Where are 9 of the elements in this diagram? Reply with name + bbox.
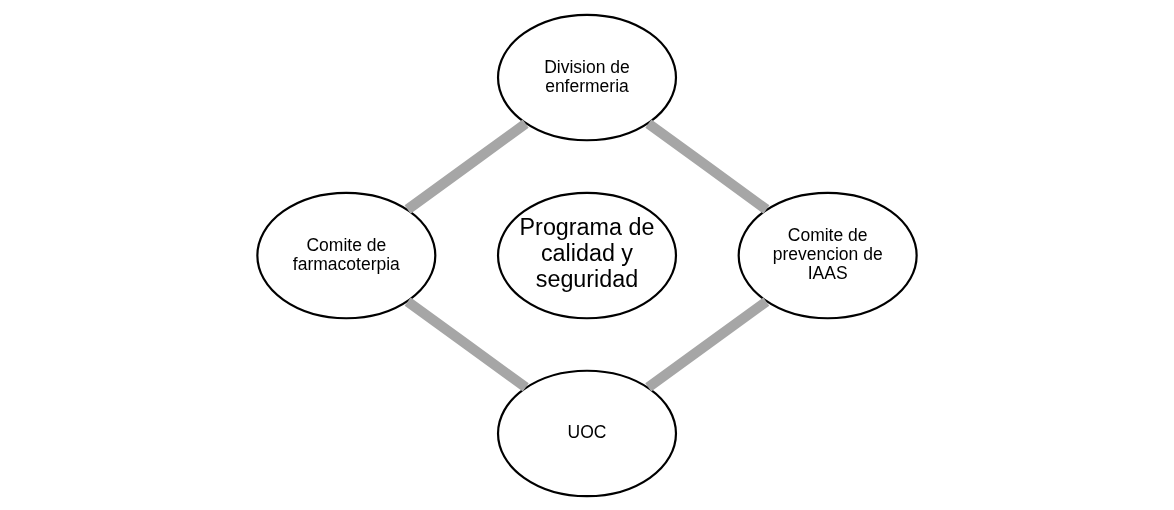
node-ellipse: Programa de calidad y seguridad — [496, 191, 678, 319]
node-ellipse: Comite de farmacoterpia — [256, 191, 437, 319]
node-ellipse: Comite de prevencion de IAAS — [737, 191, 918, 319]
connector — [404, 296, 529, 392]
node-ellipse: Division de enfermeria — [496, 13, 678, 141]
node-ellipse: UOC — [496, 369, 678, 497]
connector — [404, 119, 529, 214]
connector — [645, 296, 770, 392]
connector — [645, 119, 770, 214]
